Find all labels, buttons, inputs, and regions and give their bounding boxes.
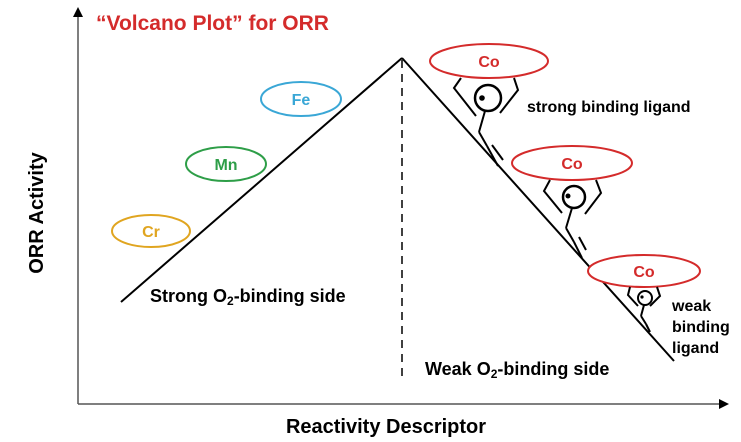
- y-axis-label: ORR Activity: [26, 151, 48, 273]
- cobalt-ellipse: [511, 145, 633, 181]
- svg-text:Fe: Fe: [292, 92, 311, 109]
- stick-figure-head: [561, 184, 587, 210]
- svg-text:Co: Co: [633, 264, 655, 281]
- weak-binding-side-label: Weak O2-binding side: [425, 359, 609, 381]
- plot-title: “Volcano Plot” for ORR: [96, 12, 329, 35]
- strong-binding-ligand-note: strong binding ligand: [527, 99, 691, 116]
- volcano-right-slope: [401, 57, 675, 362]
- svg-text:Mn: Mn: [214, 157, 237, 174]
- svg-text:Co: Co: [478, 54, 500, 71]
- strong-binding-side-label: Strong O2-binding side: [150, 286, 346, 308]
- stick-figure-head: [473, 83, 503, 113]
- metal-mn-label: Mn: [185, 146, 267, 182]
- cobalt-weak-ligand-figure: Co weak binding ligand: [587, 254, 734, 357]
- cobalt-ellipse: [587, 254, 701, 288]
- svg-text:Co: Co: [561, 156, 583, 173]
- cobalt-strong-ligand-figure: Co strong binding ligand: [429, 43, 691, 167]
- volcano-left-slope: [120, 57, 403, 303]
- cobalt-ellipse: [429, 43, 549, 79]
- metal-fe-label: Fe: [260, 81, 342, 117]
- weak-binding-ligand-note: weak binding ligand: [671, 298, 734, 357]
- x-axis-label: Reactivity Descriptor: [286, 416, 486, 438]
- cobalt-medium-ligand-figure: Co: [511, 145, 633, 259]
- metal-cr-label: Cr: [111, 214, 191, 248]
- svg-text:Cr: Cr: [142, 224, 160, 241]
- stick-figure-head: [637, 290, 653, 306]
